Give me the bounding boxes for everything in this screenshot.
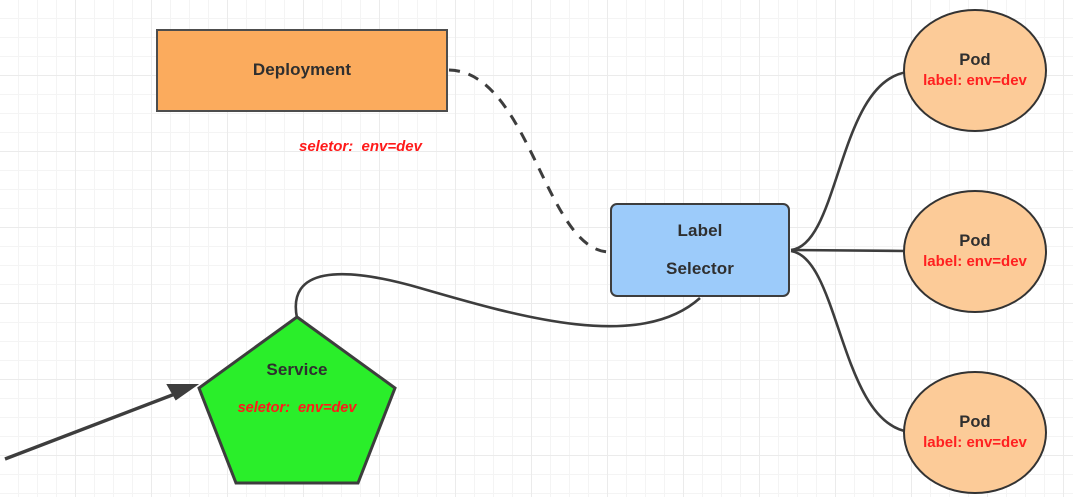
pod-2-label: Pod xyxy=(959,232,991,251)
label-selector-line2: Selector xyxy=(666,258,734,278)
node-service[interactable]: Service seletor: env=dev xyxy=(196,314,398,486)
deployment-selector-caption: seletor: env=dev xyxy=(299,138,422,155)
node-deployment[interactable]: Deployment xyxy=(156,29,448,112)
pod-2-selector: label: env=dev xyxy=(923,252,1027,270)
service-selector: seletor: env=dev xyxy=(237,400,357,417)
pod-1-label: Pod xyxy=(959,51,991,70)
edge-label-selector-to-pod-3 xyxy=(790,249,911,434)
pod-3-label: Pod xyxy=(959,413,991,432)
pod-3-selector: label: env=dev xyxy=(923,433,1027,451)
edge-deployment-to-label-selector xyxy=(448,68,610,254)
node-pod-2[interactable]: Pod label: env=dev xyxy=(903,190,1047,313)
edge-incoming-traffic-to-service xyxy=(4,384,200,461)
edge-service-to-label-selector xyxy=(294,272,701,328)
pentagon-shape xyxy=(197,315,397,485)
label-selector-line1: Label xyxy=(677,221,723,241)
deployment-label: Deployment xyxy=(252,60,352,80)
node-pod-1[interactable]: Pod label: env=dev xyxy=(903,9,1047,132)
pod-1-selector: label: env=dev xyxy=(923,71,1027,89)
node-label-selector[interactable]: Label Selector xyxy=(610,203,790,297)
edge-label-selector-to-pod-2 xyxy=(790,248,907,253)
service-label: Service xyxy=(266,360,328,379)
edge-label-selector-to-pod-1 xyxy=(790,70,909,252)
node-pod-3[interactable]: Pod label: env=dev xyxy=(903,371,1047,494)
